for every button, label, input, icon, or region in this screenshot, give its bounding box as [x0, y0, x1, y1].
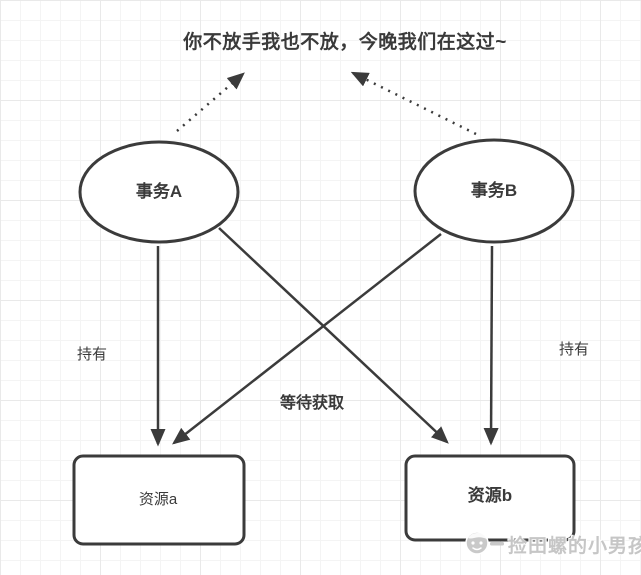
- edge-a-waits-resource-b: [218, 227, 449, 444]
- node-transaction-b: [413, 138, 575, 244]
- edge-b-holds-resource-b: [483, 245, 499, 446]
- node-resource-b: [404, 454, 576, 542]
- watermark: 捡田螺的小男孩: [460, 529, 641, 559]
- node-resource-a: [72, 454, 246, 546]
- edge-b-waits-resource-a: [172, 233, 442, 445]
- dotted-arrow-a-to-quote: [176, 72, 245, 132]
- holds-left-label: 持有: [76, 346, 107, 363]
- quote-text: 你不放手我也不放，今晚我们在这过~: [183, 32, 507, 53]
- transaction-a-label: 事务A: [135, 182, 183, 201]
- resource-a-label: 资源a: [138, 491, 178, 508]
- waits-label: 等待获取: [279, 395, 344, 412]
- transaction-b-label: 事务B: [470, 181, 518, 200]
- watermark-text: 捡田螺的小男孩: [508, 535, 641, 557]
- boy-face-icon: [465, 531, 504, 555]
- dotted-arrow-b-to-quote: [350, 71, 477, 136]
- holds-right-label: 持有: [558, 341, 589, 358]
- node-transaction-a: [78, 140, 240, 244]
- resource-b-label: 资源b: [467, 486, 513, 505]
